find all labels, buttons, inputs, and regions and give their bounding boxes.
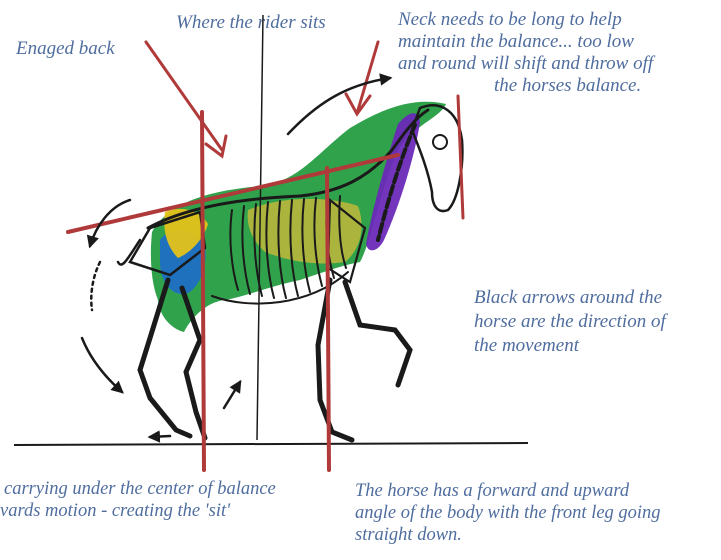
rump-movement-arrow bbox=[91, 262, 100, 310]
neck-pointer-head bbox=[346, 94, 370, 114]
upward-movement-arrow bbox=[224, 382, 240, 408]
hind-movement-arrow bbox=[82, 338, 122, 392]
front-leg-left-shape bbox=[345, 282, 410, 385]
ground-movement-arrow bbox=[150, 436, 170, 437]
front-leg-vertical-line bbox=[327, 168, 329, 470]
ground-line bbox=[14, 443, 528, 445]
rider-pointer-line bbox=[146, 42, 222, 150]
front-leg-right-shape bbox=[318, 280, 352, 440]
eye-socket-shape bbox=[433, 135, 447, 149]
center-balance-line bbox=[202, 112, 204, 470]
